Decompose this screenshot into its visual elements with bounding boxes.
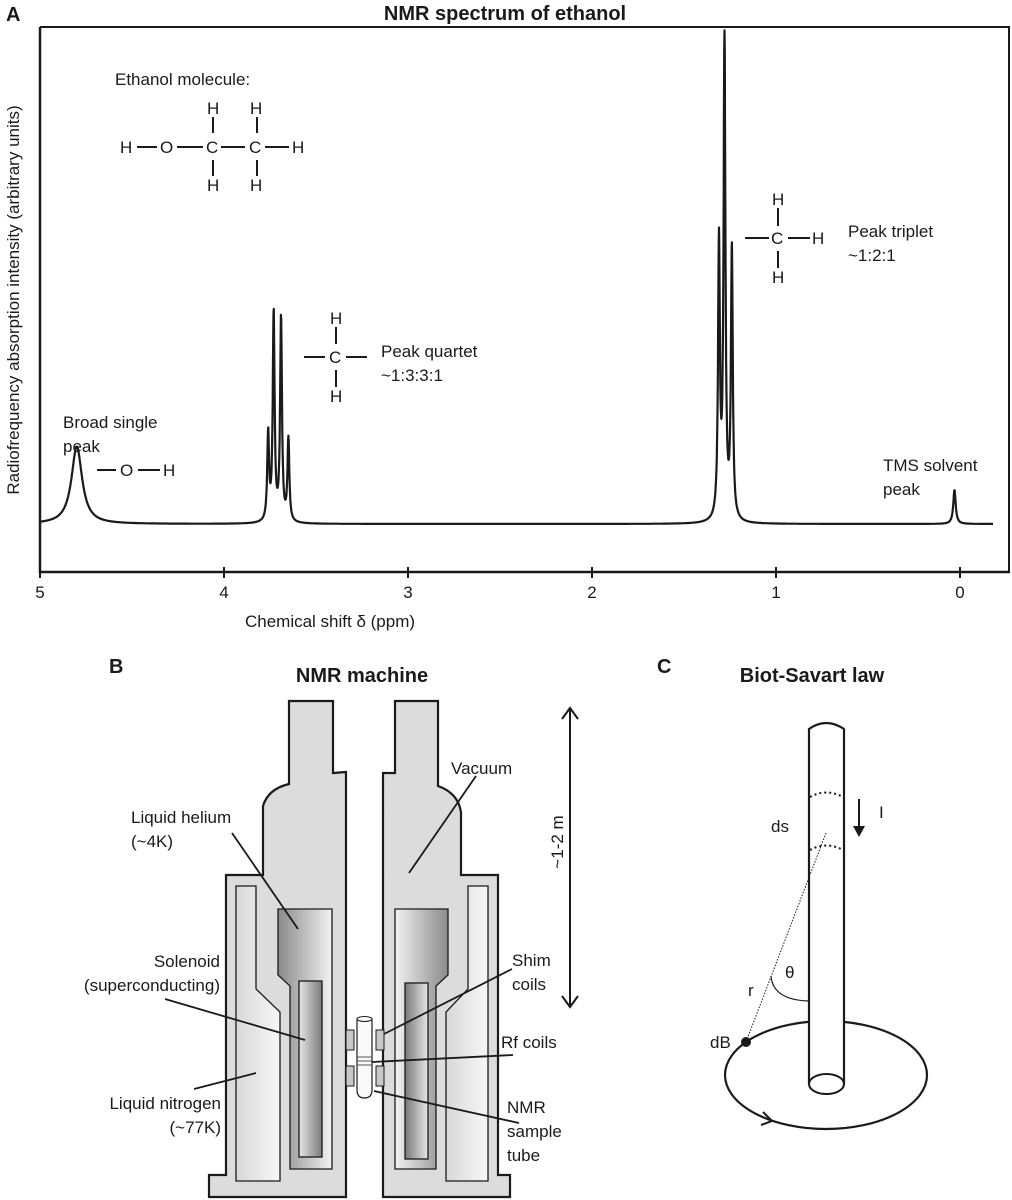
atom-h: H — [330, 309, 342, 328]
quartet-ratio: ~1:3:3:1 — [381, 366, 443, 385]
chart-title: NMR spectrum of ethanol — [384, 3, 626, 25]
leader-line — [383, 968, 513, 1035]
field-point — [741, 1037, 751, 1047]
ch2-fragment: H C H — [304, 309, 367, 406]
y-axis-label: Radiofrequency absorption intensity (arb… — [4, 105, 23, 494]
current-label: I — [879, 803, 884, 822]
ch3-fragment: H C H H — [745, 190, 824, 287]
oh-fragment: O H — [97, 461, 175, 480]
x-tick-label: 4 — [219, 583, 228, 602]
triplet-ratio: ~1:2:1 — [848, 246, 896, 265]
wire-end — [808, 1073, 845, 1095]
liquid-nitrogen-right — [445, 885, 489, 1182]
shim-coil — [375, 1029, 385, 1051]
atom-h: H — [207, 99, 219, 118]
leader-line — [373, 1090, 520, 1124]
atom-h: H — [250, 99, 262, 118]
atom-h: H — [207, 176, 219, 195]
leader-line — [371, 1054, 514, 1063]
atom-h: H — [250, 176, 262, 195]
leader-line — [231, 832, 299, 930]
atom-o: O — [160, 138, 173, 157]
oh-peak-label: Broad single — [63, 413, 158, 432]
loop-direction-arrow — [760, 1111, 774, 1126]
ethanol-structure: H O C C H H H H H — [120, 99, 304, 195]
quartet-label: Peak quartet — [381, 342, 478, 361]
liquid-helium-label: Liquid helium — [131, 808, 231, 827]
shim-coil — [345, 1029, 355, 1051]
wire — [807, 721, 846, 1084]
solenoid-label: Solenoid — [154, 952, 220, 971]
solenoid-left — [298, 980, 323, 1158]
height-arrow — [561, 706, 579, 1009]
current-arrowhead — [853, 826, 865, 837]
shim-coils-label-2: coils — [512, 975, 546, 994]
tms-label-2: peak — [883, 480, 920, 499]
panel-a: A NMR spectrum of ethanol 5 4 3 2 1 0 Chemica… — [4, 3, 1010, 631]
db-label: dB — [710, 1033, 731, 1052]
sample-tube-label-2: sample — [507, 1122, 562, 1141]
panel-letter-c: C — [657, 656, 671, 678]
sample-tube — [356, 1018, 373, 1099]
height-label: ~1-2 m — [548, 815, 567, 868]
atom-h: H — [292, 138, 304, 157]
ds-segment-bottom — [809, 844, 844, 851]
atom-h: H — [772, 190, 784, 209]
rf-coils-label: Rf coils — [501, 1033, 557, 1052]
ds-segment-top — [809, 791, 844, 798]
atom-h: H — [812, 229, 824, 248]
r-vector — [745, 832, 827, 1043]
panel-letter-a: A — [6, 4, 20, 26]
atom-c: C — [329, 348, 341, 367]
x-axis-label: Chemical shift δ (ppm) — [245, 612, 415, 631]
solenoid-sub: (superconducting) — [84, 976, 220, 995]
atom-c: C — [249, 138, 261, 157]
biot-savart-title: Biot-Savart law — [740, 665, 885, 687]
liquid-nitrogen-temp: (~77K) — [170, 1118, 222, 1137]
sample-tube-top — [356, 1016, 373, 1022]
atom-o: O — [120, 461, 133, 480]
rf-coil — [357, 1056, 372, 1066]
shim-coils-label: Shim — [512, 951, 551, 970]
panel-letter-b: B — [109, 656, 123, 678]
liquid-helium-temp: (~4K) — [131, 832, 173, 851]
theta-label: θ — [785, 963, 794, 982]
sample-tube-label-3: tube — [507, 1146, 540, 1165]
liquid-nitrogen-left — [235, 885, 281, 1182]
plot-frame — [40, 26, 1010, 572]
atom-c: C — [771, 229, 783, 248]
atom-h: H — [330, 387, 342, 406]
shim-coil — [345, 1065, 355, 1087]
atom-h: H — [163, 461, 175, 480]
x-tick-label: 1 — [771, 583, 780, 602]
shim-coil — [375, 1065, 385, 1087]
x-tick-label: 3 — [403, 583, 412, 602]
solenoid-right — [404, 982, 429, 1160]
x-tick-label: 5 — [35, 583, 44, 602]
oh-peak-label-2: peak — [63, 437, 100, 456]
leader-line — [164, 998, 306, 1041]
leader-line — [193, 1072, 257, 1090]
machine-title: NMR machine — [296, 665, 428, 687]
x-tick-label: 2 — [587, 583, 596, 602]
vacuum-label: Vacuum — [451, 759, 512, 778]
tms-label: TMS solvent — [883, 456, 978, 475]
atom-h: H — [772, 268, 784, 287]
liquid-nitrogen-label: Liquid nitrogen — [109, 1094, 221, 1113]
theta-arc — [770, 975, 810, 1002]
leader-line — [408, 775, 477, 874]
panel-c: C Biot-Savart law ds I θ r dB — [657, 656, 929, 1131]
sample-tube-label: NMR — [507, 1098, 546, 1117]
triplet-label: Peak triplet — [848, 222, 933, 241]
atom-h: H — [120, 138, 132, 157]
x-tick-label: 0 — [955, 583, 964, 602]
r-label: r — [748, 981, 754, 1000]
x-ticks: 5 4 3 2 1 0 — [35, 567, 965, 602]
ds-label: ds — [771, 817, 789, 836]
atom-c: C — [206, 138, 218, 157]
panel-b: B NMR machine — [84, 656, 579, 1199]
molecule-label: Ethanol molecule: — [115, 70, 250, 89]
spectrum-line — [39, 29, 994, 525]
